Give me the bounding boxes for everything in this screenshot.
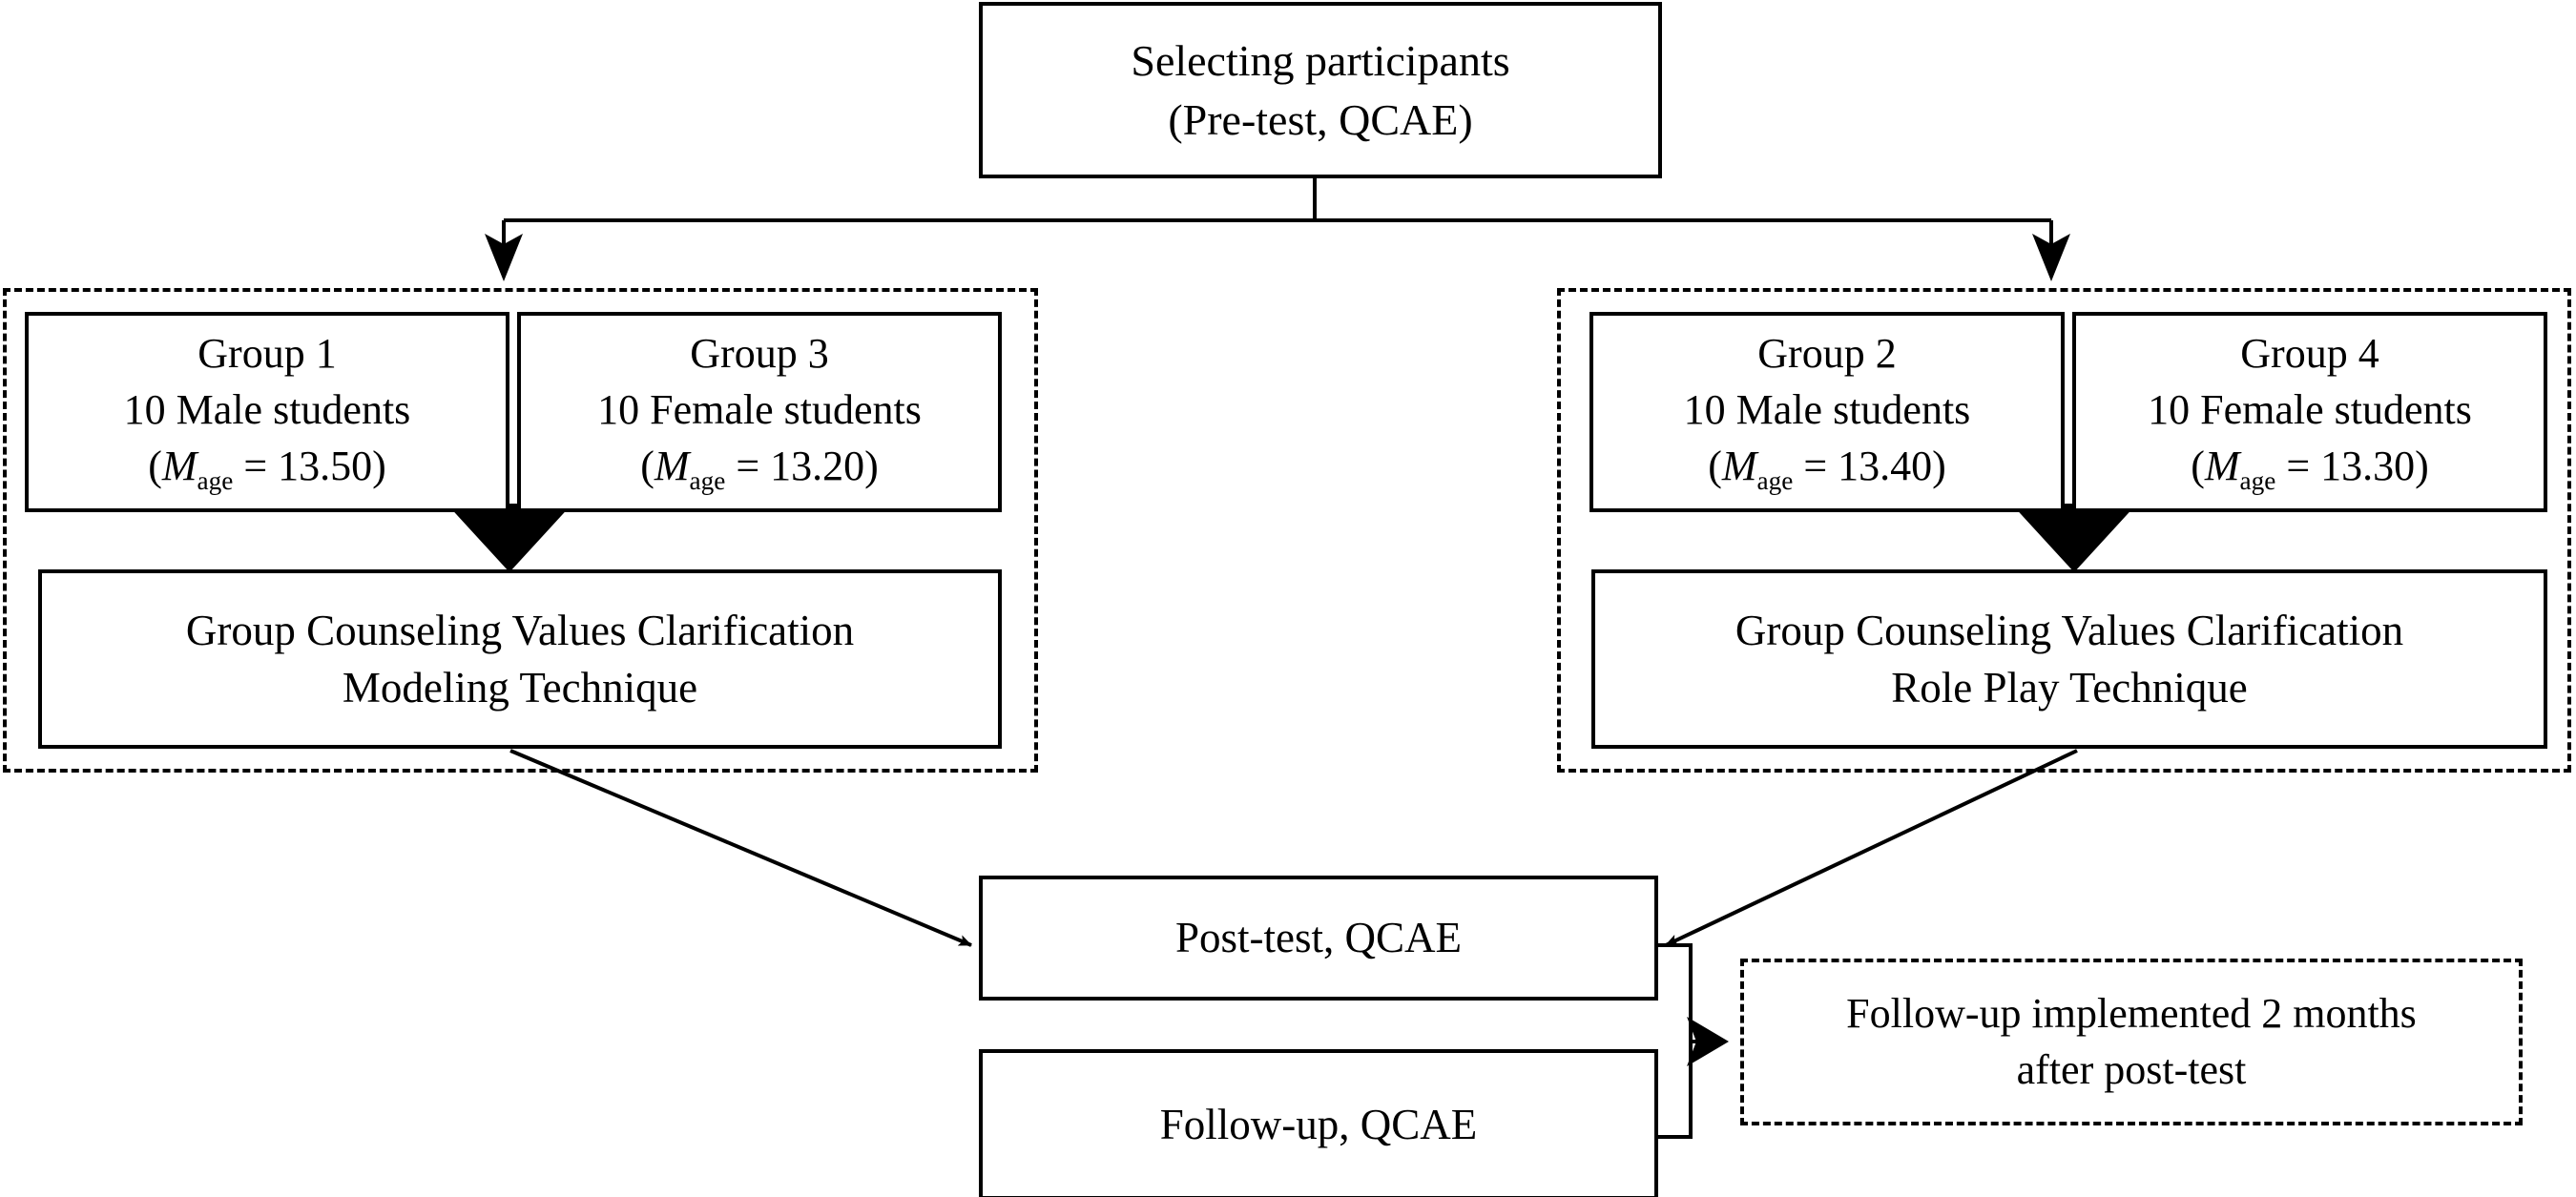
group-3-age-symbol: M [654, 442, 690, 489]
connector-outcome-bracket [1657, 943, 1693, 1139]
group-4-mean-age: (Mage = 13.30) [2086, 439, 2534, 498]
arrowhead-left-arm [485, 234, 523, 281]
group-1-age-subscript: age [197, 465, 234, 495]
group-2-age-symbol: M [1721, 442, 1757, 489]
node-intervention-modeling[interactable]: Group Counseling Values Clarification Mo… [38, 569, 1002, 749]
left-arm-container [3, 288, 1038, 773]
intervention-roleplay-line1: Group Counseling Values Clarification [1735, 606, 2404, 654]
group-1-age-symbol: M [161, 442, 197, 489]
group-3-composition: 10 Female students [597, 385, 922, 433]
group-3-age-prefix: ( [640, 442, 654, 489]
node-post-test[interactable]: Post-test, QCAE [979, 876, 1658, 1001]
node-selecting-participants[interactable]: Selecting participants (Pre-test, QCAE) [979, 2, 1662, 178]
group-1-age-prefix: ( [148, 442, 162, 489]
group-1-mean-age: (Mage = 13.50) [38, 439, 496, 498]
group-3-name: Group 3 [690, 329, 829, 377]
right-arm-container [1557, 288, 2571, 773]
connector-right-to-posttest [1665, 749, 2078, 947]
group-2-age-prefix: ( [1708, 442, 1722, 489]
intervention-modeling-line1: Group Counseling Values Clarification [185, 606, 855, 654]
group-2-composition: 10 Male students [1683, 385, 1971, 433]
group-3-age-value: = 13.20) [725, 442, 879, 489]
arrowhead-right-arm [2032, 234, 2070, 281]
group-2-age-value: = 13.40) [1793, 442, 1946, 489]
selecting-participants-line1: Selecting participants [1131, 35, 1510, 85]
arrowhead-note [1687, 1017, 1729, 1066]
group-3-age-subscript: age [689, 465, 726, 495]
note-line1: Follow-up implemented 2 months [1846, 989, 2417, 1037]
node-group-4[interactable]: Group 4 10 Female students (Mage = 13.30… [2072, 312, 2547, 512]
note-follow-up-timing: Follow-up implemented 2 months after pos… [1740, 959, 2523, 1125]
group-2-age-subscript: age [1756, 465, 1794, 495]
post-test-label: Post-test, QCAE [1174, 914, 1462, 962]
node-intervention-roleplay[interactable]: Group Counseling Values Clarification Ro… [1591, 569, 2547, 749]
node-group-2[interactable]: Group 2 10 Male students (Mage = 13.40) [1589, 312, 2065, 512]
group-4-age-subscript: age [2239, 465, 2276, 495]
connector-left-to-posttest [509, 749, 972, 947]
group-1-name: Group 1 [197, 329, 337, 377]
node-group-1[interactable]: Group 1 10 Male students (Mage = 13.50) [25, 312, 509, 512]
group-4-age-symbol: M [2204, 442, 2240, 489]
intervention-roleplay-line2: Role Play Technique [1891, 664, 2248, 712]
node-group-3[interactable]: Group 3 10 Female students (Mage = 13.20… [517, 312, 1002, 512]
group-2-mean-age: (Mage = 13.40) [1603, 439, 2051, 498]
group-1-age-value: = 13.50) [233, 442, 386, 489]
selecting-participants-line2: (Pre-test, QCAE) [1168, 94, 1473, 144]
node-follow-up[interactable]: Follow-up, QCAE [979, 1049, 1658, 1197]
group-4-name: Group 4 [2240, 329, 2379, 377]
group-4-age-value: = 13.30) [2275, 442, 2429, 489]
intervention-modeling-line2: Modeling Technique [342, 664, 698, 712]
group-2-name: Group 2 [1757, 329, 1897, 377]
group-4-age-prefix: ( [2191, 442, 2205, 489]
group-4-composition: 10 Female students [2148, 385, 2472, 433]
group-1-composition: 10 Male students [123, 385, 411, 433]
group-3-mean-age: (Mage = 13.20) [530, 439, 988, 498]
follow-up-label: Follow-up, QCAE [1159, 1100, 1478, 1148]
note-line2: after post-test [2016, 1045, 2247, 1093]
